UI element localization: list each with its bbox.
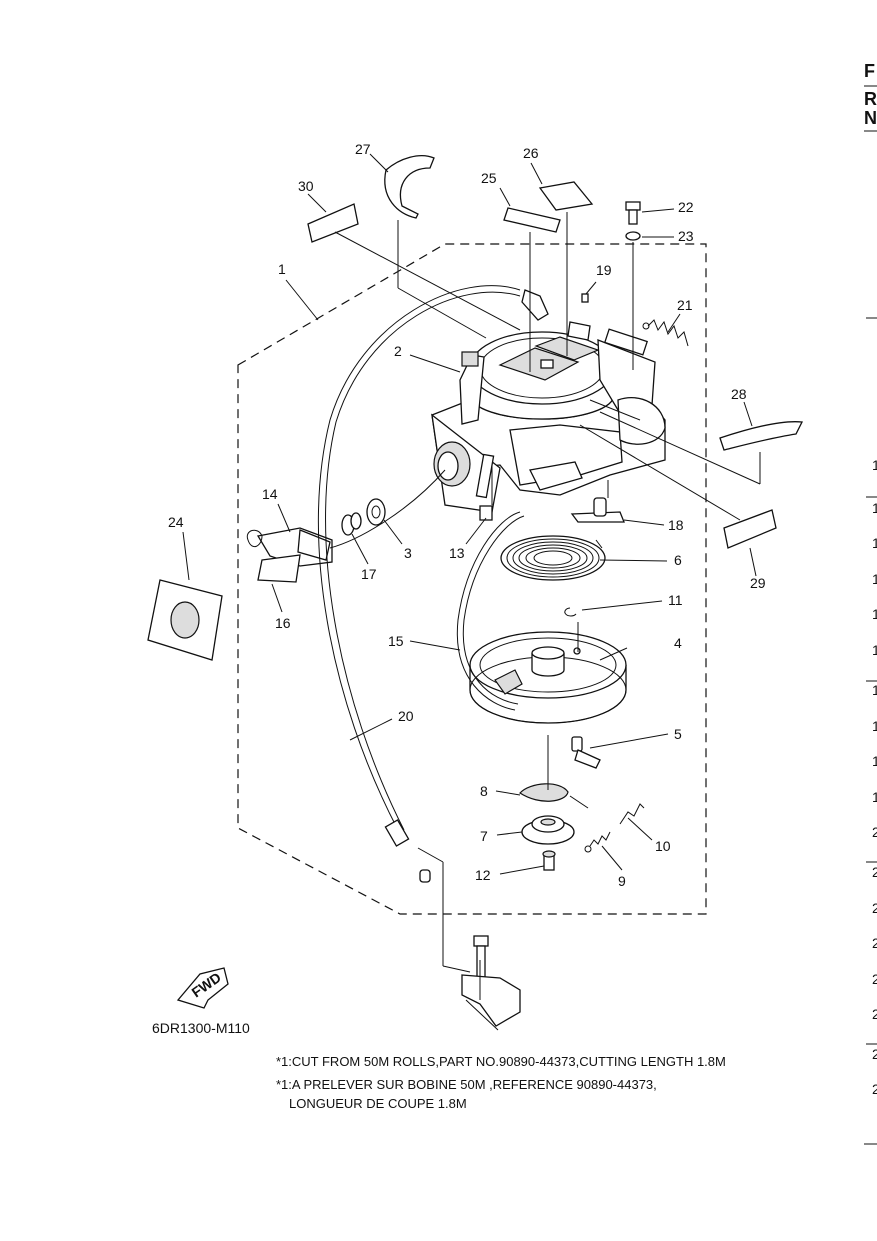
handle-assembly — [246, 527, 333, 583]
callout-9: 9 — [618, 873, 626, 889]
bracket-clip — [567, 321, 591, 341]
cam-18 — [570, 497, 625, 523]
right-edge-column: F R N 1 1 1 1 1 1 1 1 1 1 2 2 2 2 2 2 2 … — [864, 61, 877, 1145]
fwd-arrow-icon: FWD — [176, 967, 229, 1009]
edge-row: 1 — [872, 718, 877, 734]
callout-8: 8 — [480, 783, 488, 799]
edge-row: 2 — [872, 935, 877, 951]
edge-row: 1 — [872, 642, 877, 658]
edge-row: 2 — [872, 1006, 877, 1022]
spiral-spring — [500, 535, 606, 581]
snap-ring — [564, 607, 577, 617]
cable-20 — [317, 285, 521, 831]
callout-15: 15 — [388, 633, 404, 649]
callout-3: 3 — [404, 545, 412, 561]
friction-plate — [519, 783, 569, 802]
callout-6: 6 — [674, 552, 682, 568]
callout-27: 27 — [355, 141, 371, 157]
label-30 — [307, 203, 359, 243]
callout-18: 18 — [668, 517, 684, 533]
footnote-english: *1:CUT FROM 50M ROLLS,PART NO.90890-4437… — [276, 1054, 726, 1069]
callout-26: 26 — [523, 145, 539, 161]
callout-12: 12 — [475, 867, 491, 883]
joint-13 — [479, 505, 493, 521]
starter-rope — [329, 469, 446, 549]
label-26 — [538, 181, 594, 211]
bolt-22 — [625, 201, 641, 225]
mount-bracket — [461, 935, 521, 1031]
callout-7: 7 — [480, 828, 488, 844]
callout-2: 2 — [394, 343, 402, 359]
lock-bracket — [597, 328, 666, 445]
edge-row: 1 — [872, 753, 877, 769]
edge-row: 1 — [872, 457, 877, 473]
edge-header-n: N — [864, 108, 877, 128]
rope-guide-17 — [341, 512, 362, 536]
assembly-boundary — [237, 243, 707, 915]
callout-29: 29 — [750, 575, 766, 591]
edge-row: 2 — [872, 1081, 877, 1097]
callout-17: 17 — [361, 566, 377, 582]
bolt-12 — [542, 850, 556, 871]
label-29 — [723, 509, 777, 549]
edge-row: 1 — [872, 535, 877, 551]
rope-pulley — [469, 631, 627, 724]
edge-row: 2 — [872, 824, 877, 840]
callout-14: 14 — [262, 486, 278, 502]
callout-30: 30 — [298, 178, 314, 194]
callout-20: 20 — [398, 708, 414, 724]
cable-end — [384, 819, 431, 883]
callout-13: 13 — [449, 545, 465, 561]
edge-row: 1 — [872, 606, 877, 622]
callout-19: 19 — [596, 262, 612, 278]
cable-clamp — [521, 289, 549, 321]
callout-11: 11 — [668, 592, 683, 608]
hose-15 — [456, 511, 521, 711]
washer-23 — [625, 231, 641, 241]
drive-plate — [521, 815, 575, 845]
edge-row: 1 — [872, 571, 877, 587]
seal-24 — [147, 579, 223, 661]
footnote-french: *1:A PRELEVER SUR BOBINE 50M ,REFERENCE … — [276, 1077, 657, 1092]
edge-row: 1 — [872, 500, 877, 516]
footnote-french-cont: LONGUEUR DE COUPE 1.8M — [289, 1096, 467, 1111]
cable-20-inner — [325, 291, 521, 831]
callout-1: 1 — [278, 261, 286, 277]
callout-10: 10 — [655, 838, 671, 854]
drive-pawl — [571, 736, 601, 769]
leader-lines — [182, 153, 761, 1000]
callout-23: 23 — [678, 228, 694, 244]
callout-21: 21 — [677, 297, 693, 313]
edge-row: 2 — [872, 1046, 877, 1062]
lever-arm — [459, 351, 485, 425]
callout-22: 22 — [678, 199, 694, 215]
callout-16: 16 — [275, 615, 291, 631]
edge-row: 1 — [872, 789, 877, 805]
callout-24: 24 — [168, 514, 184, 530]
edge-row: 1 — [872, 682, 877, 698]
callout-numbers: 1 2 3 4 5 6 7 8 9 10 11 12 13 14 15 16 1… — [168, 141, 766, 889]
callout-5: 5 — [674, 726, 682, 742]
link-spring-10 — [619, 803, 645, 825]
callout-25: 25 — [481, 170, 497, 186]
figure-code: 6DR1300-M110 — [152, 1020, 250, 1036]
starter-housing — [431, 389, 666, 513]
pin-19 — [581, 293, 589, 303]
rope-grommet-3 — [366, 498, 386, 526]
callout-28: 28 — [731, 386, 747, 402]
edge-row: 2 — [872, 864, 877, 880]
edge-header-r: R — [864, 89, 877, 109]
callout-4: 4 — [674, 635, 682, 651]
reel-cover — [469, 331, 615, 420]
edge-row: 2 — [872, 900, 877, 916]
label-28 — [719, 421, 804, 451]
spring-21 — [642, 319, 689, 347]
label-27 — [384, 155, 435, 219]
edge-row: 2 — [872, 971, 877, 987]
edge-header-f: F — [864, 61, 875, 81]
return-spring-9 — [584, 831, 611, 853]
label-25 — [503, 207, 561, 233]
